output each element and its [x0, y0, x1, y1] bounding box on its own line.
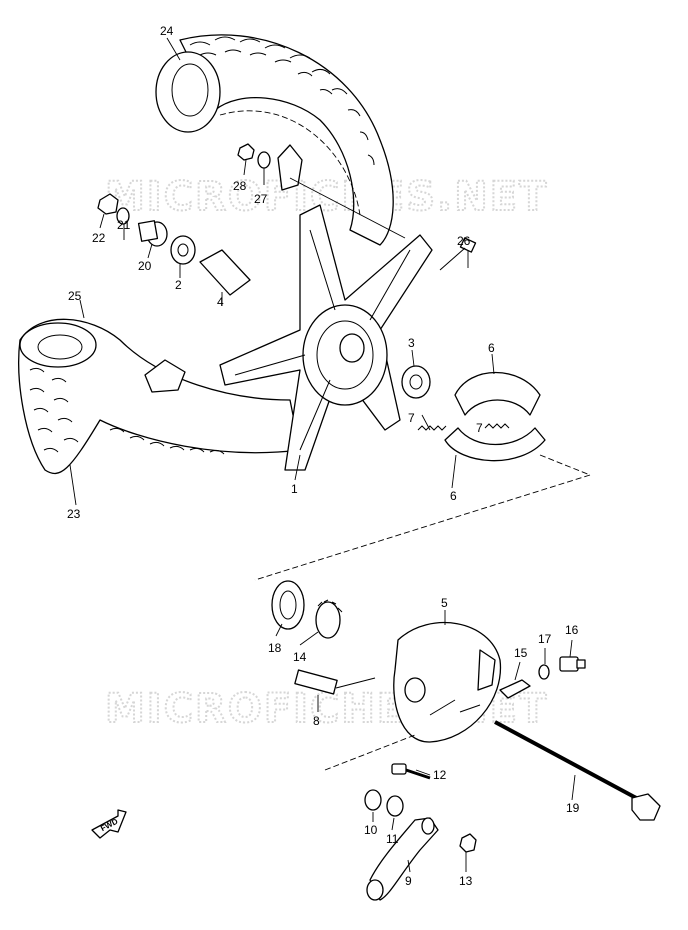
nut-28	[237, 143, 255, 161]
callout-16: 16	[565, 623, 579, 637]
washer-10	[364, 789, 382, 811]
callout-13: 13	[459, 874, 473, 888]
callout-labels: 24 28 27 26 22 21 20 2 4 25 3 6 7 7 6 1 …	[67, 24, 580, 888]
callout-24: 24	[160, 24, 174, 38]
callout-7a: 7	[408, 411, 415, 425]
oil-seal-18	[271, 580, 305, 630]
callout-19: 19	[566, 801, 580, 815]
brake-lever-9	[366, 817, 439, 901]
balance-weight	[277, 144, 303, 191]
fwd-arrow-icon: FWD	[91, 809, 127, 839]
brake-shoes	[444, 372, 546, 462]
callout-14: 14	[293, 650, 307, 664]
callout-18: 18	[268, 641, 282, 655]
bolt-26	[439, 237, 477, 271]
callout-22: 22	[92, 231, 106, 245]
washer-21	[116, 207, 130, 225]
callout-20: 20	[138, 259, 152, 273]
nut-22	[97, 193, 119, 215]
washer-17	[538, 664, 550, 680]
callout-10: 10	[364, 823, 378, 837]
callout-12: 12	[433, 768, 447, 782]
callout-7b: 7	[476, 421, 483, 435]
spring-7b	[484, 423, 510, 429]
leader-lines	[69, 37, 576, 873]
brake-panel-5	[393, 621, 502, 743]
bolt-12	[391, 763, 431, 780]
callout-4: 4	[217, 295, 224, 309]
spring-7a	[417, 425, 447, 431]
washer-27	[257, 151, 271, 169]
callout-25: 25	[68, 289, 82, 303]
callout-17: 17	[538, 632, 552, 646]
callout-21: 21	[117, 218, 131, 232]
tire-front-lower	[18, 318, 301, 475]
bearing-2	[170, 235, 196, 265]
callout-5: 5	[441, 596, 448, 610]
wheel-hub	[219, 204, 433, 471]
callout-8: 8	[313, 714, 320, 728]
callout-11: 11	[386, 832, 399, 846]
callout-15: 15	[514, 646, 528, 660]
callout-6b: 6	[450, 489, 457, 503]
callout-9: 9	[405, 874, 412, 888]
callout-27: 27	[254, 192, 268, 206]
callout-23: 23	[67, 507, 81, 521]
nut-13	[459, 833, 477, 853]
callout-26: 26	[457, 234, 471, 248]
tire-rear-upper	[155, 34, 394, 246]
bearing-3	[401, 365, 431, 399]
callout-28: 28	[233, 179, 247, 193]
grease-nipple-16	[559, 656, 586, 672]
axle-19	[494, 720, 661, 821]
brake-cam-8	[294, 669, 376, 695]
callout-6a: 6	[488, 341, 495, 355]
bolt-15	[499, 679, 531, 699]
spacer-4	[199, 249, 251, 296]
washer-11	[386, 795, 404, 817]
collar-20	[137, 220, 168, 247]
callout-1: 1	[291, 482, 298, 496]
callout-3: 3	[408, 336, 415, 350]
callout-2: 2	[175, 278, 182, 292]
speedometer-gear-14	[315, 599, 343, 639]
